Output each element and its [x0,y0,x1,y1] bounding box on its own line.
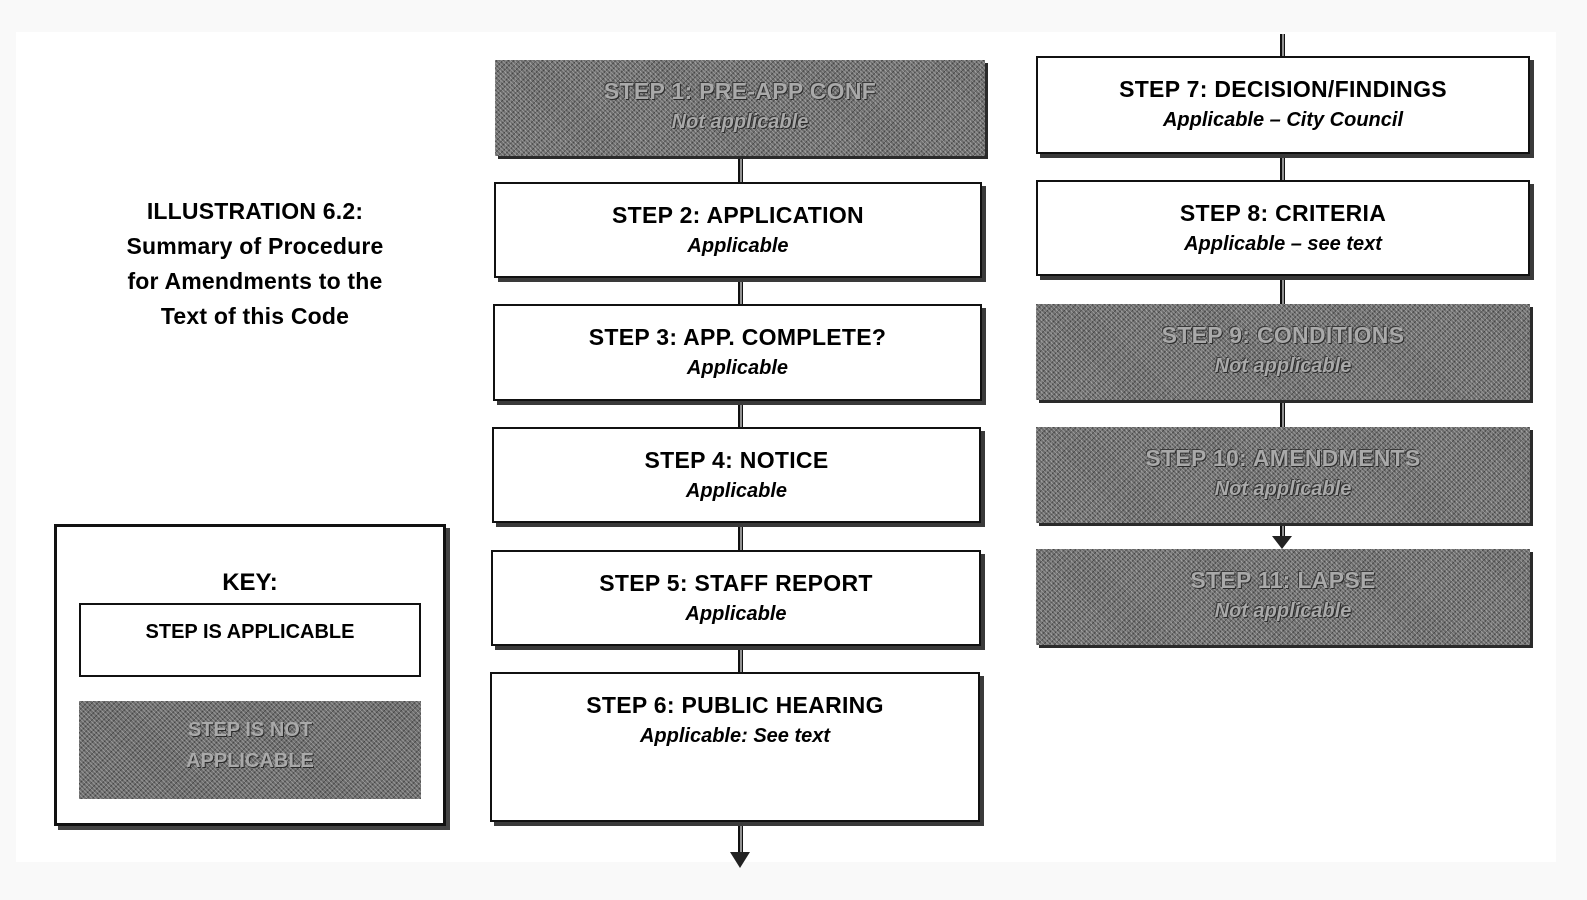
step-title: STEP 9: CONDITIONS [1161,322,1405,348]
step-title: STEP 2: APPLICATION [612,202,864,228]
step-7-box: STEP 7: DECISION/FINDINGS Applicable – C… [1036,56,1530,154]
step-status: Not applicable [671,111,809,133]
step-status: Applicable [685,480,788,502]
title-line: for Amendments to the [127,268,383,294]
connector-line [1280,274,1285,304]
key-heading: KEY: [222,569,278,596]
step-title: STEP 3: APP. COMPLETE? [588,324,887,350]
step-title: STEP 6: PUBLIC HEARING [586,692,884,718]
step-status: Applicable [686,357,789,379]
step-status: Applicable – see text [1184,233,1382,255]
step-title: STEP 4: NOTICE [644,447,829,473]
connector-line [1280,398,1285,428]
key-not-applicable-swatch: STEP IS NOT APPLICABLE [79,701,421,799]
step-title: STEP 5: STAFF REPORT [599,570,873,596]
title-line: ILLUSTRATION 6.2: [146,198,364,224]
step-status: Applicable [685,603,787,625]
connector-line [738,400,743,430]
connector-line [738,820,743,854]
connector-line [1280,520,1285,540]
step-title: STEP 10: AMENDMENTS [1145,445,1421,471]
step-title: STEP 8: CRITERIA [1179,200,1387,226]
step-6-box: STEP 6: PUBLIC HEARING Applicable: See t… [490,672,980,822]
connector-line [738,644,743,674]
step-8-box: STEP 8: CRITERIA Applicable – see text [1036,180,1530,276]
step-status: Not applicable [1214,478,1352,500]
step-11-box: STEP 11: LAPSE Not applicable [1036,549,1530,645]
key-applicable-swatch: STEP IS APPLICABLE [79,603,421,677]
step-3-box: STEP 3: APP. COMPLETE? Applicable [493,304,982,401]
arrow-down-icon [1272,536,1292,549]
step-10-box: STEP 10: AMENDMENTS Not applicable [1036,427,1530,523]
connector-line [1280,34,1285,58]
step-status: Applicable – City Council [1162,109,1404,131]
connector-line [738,150,743,184]
step-5-box: STEP 5: STAFF REPORT Applicable [491,550,981,646]
step-title: STEP 7: DECISION/FINDINGS [1119,76,1447,102]
connector-line [1280,152,1285,182]
step-1-box: STEP 1: PRE-APP CONF Not applicable [495,60,985,156]
connector-line [738,276,743,306]
connector-line [738,522,743,552]
key-legend: KEY: STEP IS APPLICABLE STEP IS NOT APPL… [54,524,446,826]
step-9-box: STEP 9: CONDITIONS Not applicable [1036,304,1530,400]
step-status: Not applicable [1214,355,1352,377]
title-line: Summary of Procedure [126,233,384,259]
key-not-applicable-label: STEP IS NOT APPLICABLE [186,719,314,772]
step-4-box: STEP 4: NOTICE Applicable [492,427,981,523]
illustration-title: ILLUSTRATION 6.2: Summary of Procedure f… [80,194,430,334]
step-2-box: STEP 2: APPLICATION Applicable [494,182,982,278]
key-applicable-label: STEP IS APPLICABLE [145,621,355,643]
arrow-down-icon [730,852,750,868]
step-status: Applicable [687,235,789,257]
title-line: Text of this Code [160,303,350,329]
step-status: Applicable: See text [639,725,831,747]
step-title: STEP 11: LAPSE [1190,567,1376,593]
step-title: STEP 1: PRE-APP CONF [603,78,877,104]
step-status: Not applicable [1214,600,1352,622]
